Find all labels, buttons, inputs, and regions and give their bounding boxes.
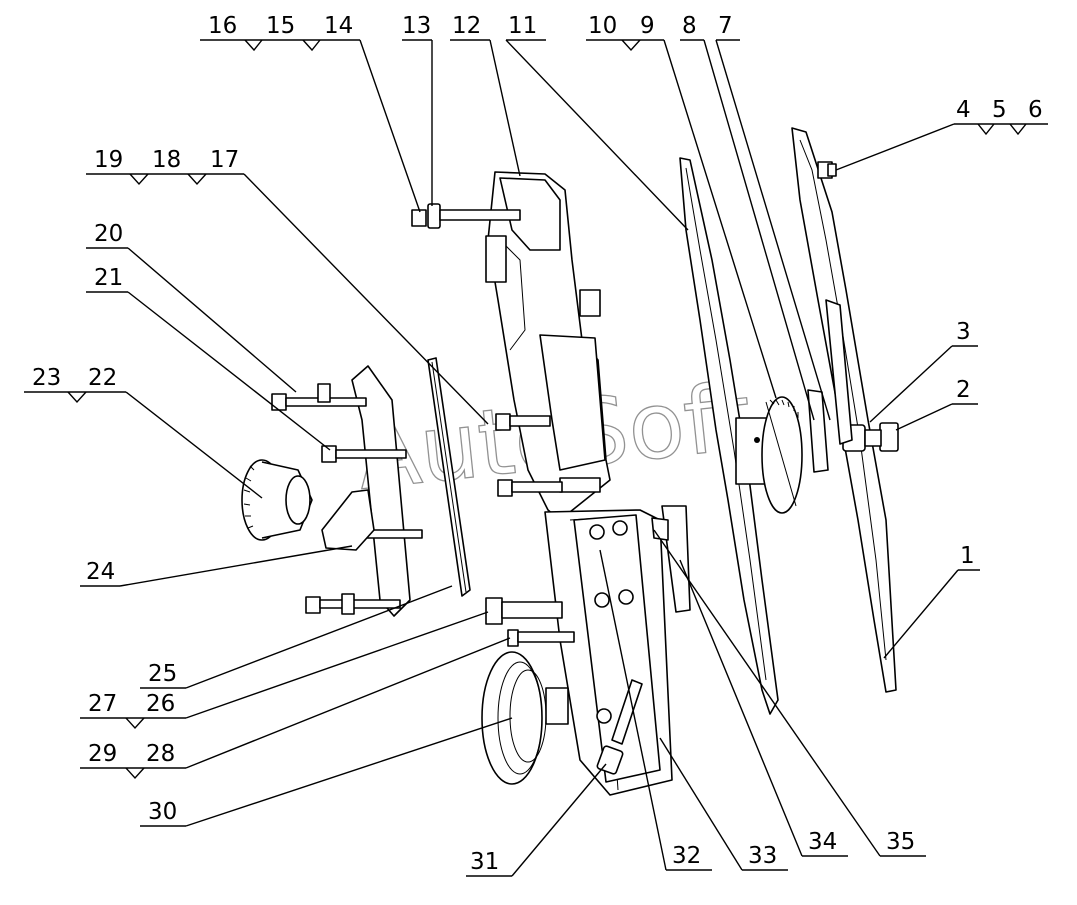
callout-8: 8 xyxy=(682,13,697,39)
plate-34 xyxy=(661,505,691,613)
callout-33: 33 xyxy=(748,843,777,869)
callout-2: 2 xyxy=(956,377,971,403)
bolt-4-5-6 xyxy=(817,161,837,179)
callout-14: 14 xyxy=(324,13,353,39)
callout-10: 10 xyxy=(588,13,617,39)
gear-9-10 xyxy=(735,396,803,514)
callout-15: 15 xyxy=(266,13,295,39)
callout-26: 26 xyxy=(146,691,175,717)
callout-7: 7 xyxy=(718,13,733,39)
callout-19: 19 xyxy=(94,147,123,173)
callout-24: 24 xyxy=(86,559,115,585)
callout-20: 20 xyxy=(94,221,123,247)
gasket-11 xyxy=(679,157,779,715)
callout-4: 4 xyxy=(956,97,971,123)
callout-1: 1 xyxy=(960,543,975,569)
callout-21: 21 xyxy=(94,265,123,291)
bolt-13 xyxy=(411,203,521,229)
bolts-25-29 xyxy=(485,413,575,647)
callout-6: 6 xyxy=(1028,97,1043,123)
callout-23: 23 xyxy=(32,365,61,391)
callout-29: 29 xyxy=(88,741,117,767)
callout-25: 25 xyxy=(148,661,177,687)
cap-22-23 xyxy=(241,459,313,541)
callout-17: 17 xyxy=(210,147,239,173)
callout-3: 3 xyxy=(956,319,971,345)
callout-22: 22 xyxy=(88,365,117,391)
callouts: 16 15 14 13 12 11 10 9 8 7 4 xyxy=(24,13,1048,877)
callout-13: 13 xyxy=(402,13,431,39)
callout-18: 18 xyxy=(152,147,181,173)
bolt-31 xyxy=(596,679,643,775)
callout-5: 5 xyxy=(992,97,1007,123)
callout-35: 35 xyxy=(886,829,915,855)
callout-32: 32 xyxy=(672,843,701,869)
callout-28: 28 xyxy=(146,741,175,767)
parts-drawing xyxy=(241,127,899,796)
mounting-bracket-33 xyxy=(573,514,661,783)
callout-31: 31 xyxy=(470,849,499,875)
pulley-30 xyxy=(481,651,569,785)
callout-12: 12 xyxy=(452,13,481,39)
callout-34: 34 xyxy=(808,829,837,855)
callout-9: 9 xyxy=(640,13,655,39)
callout-27: 27 xyxy=(88,691,117,717)
callout-16: 16 xyxy=(208,13,237,39)
callout-30: 30 xyxy=(148,799,177,825)
callout-11: 11 xyxy=(508,13,537,39)
